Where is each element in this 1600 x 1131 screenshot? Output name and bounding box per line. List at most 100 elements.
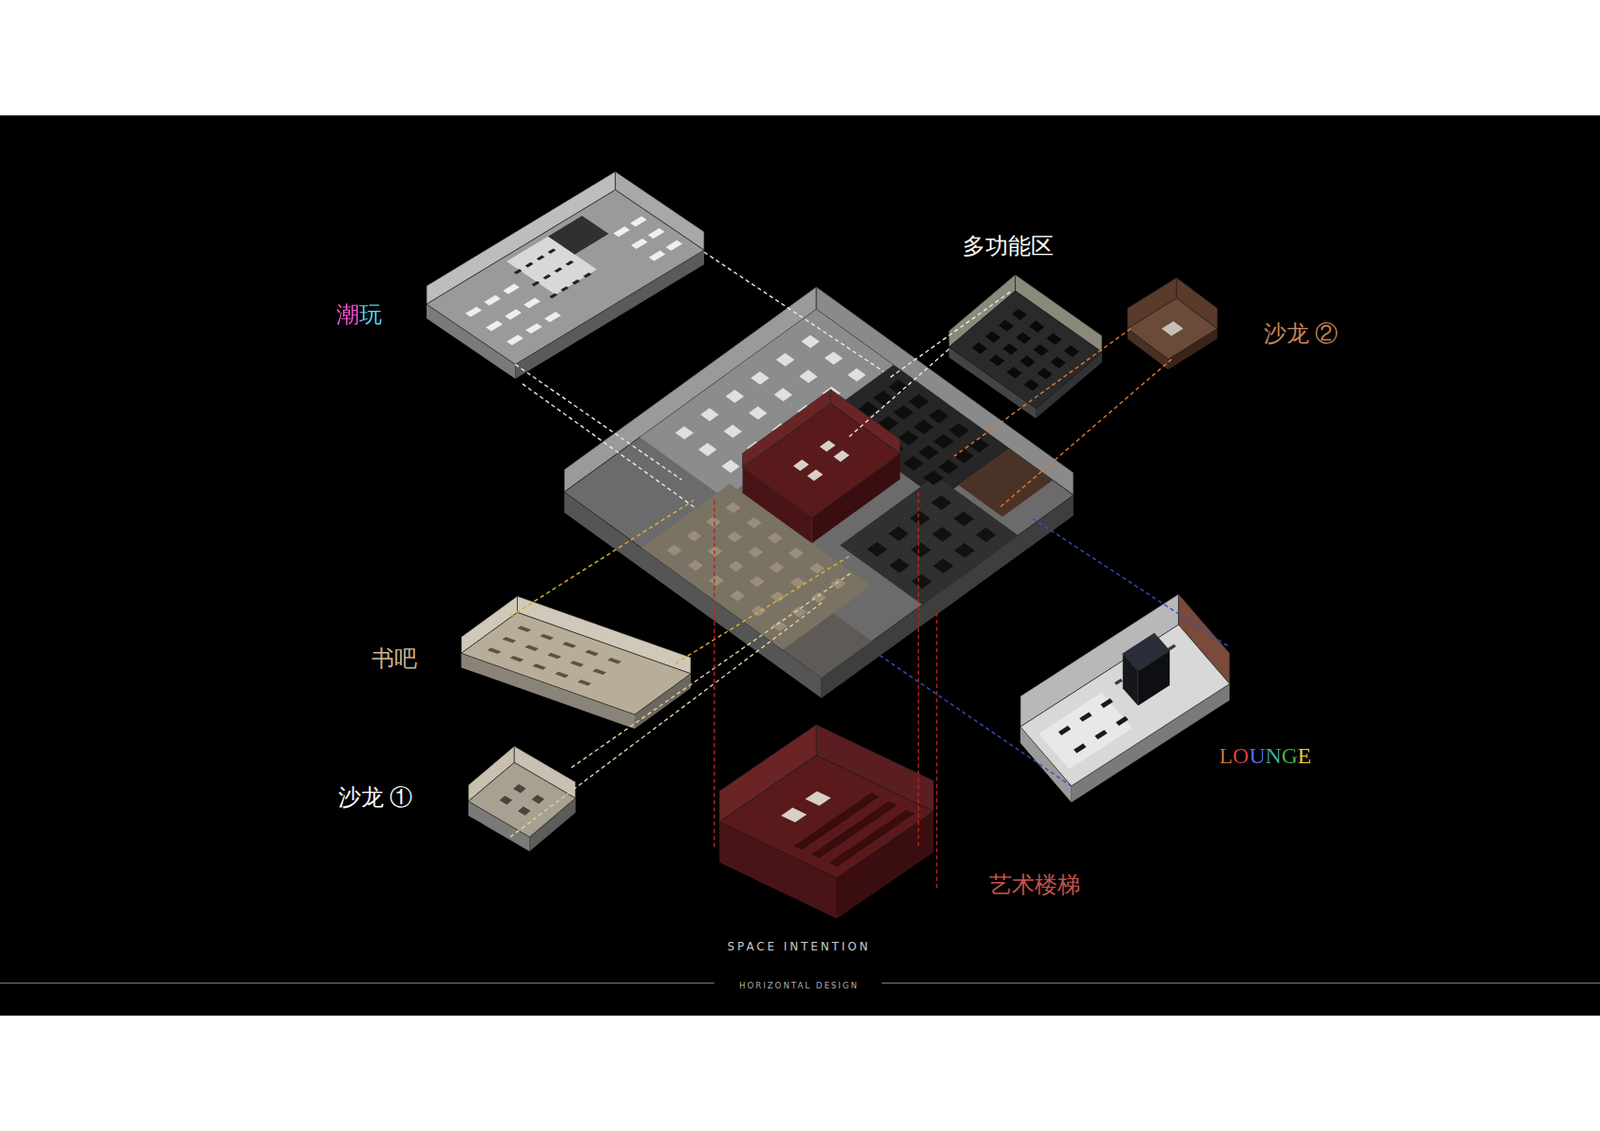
zone-label: 潮玩	[336, 301, 382, 328]
furniture	[1028, 321, 1045, 333]
furniture	[1050, 356, 1067, 368]
floor-plate	[1020, 624, 1230, 786]
furniture	[768, 561, 784, 573]
furniture	[554, 671, 569, 678]
floor-plate	[949, 290, 1103, 409]
furniture	[607, 657, 621, 664]
zone	[1038, 692, 1133, 769]
furniture	[824, 351, 843, 365]
furniture	[1094, 729, 1107, 740]
furniture	[542, 273, 552, 280]
furniture	[1006, 366, 1022, 379]
furniture	[889, 557, 910, 572]
furniture	[723, 424, 743, 439]
furniture	[549, 292, 558, 298]
floor-plate	[426, 190, 705, 365]
furniture	[698, 442, 717, 457]
zone	[782, 612, 873, 678]
furniture	[630, 238, 648, 249]
guide-line	[704, 251, 884, 372]
furniture	[873, 390, 894, 406]
guide-line	[571, 571, 853, 767]
furniture	[903, 456, 924, 471]
caption-text: SPACE INTENTION	[727, 939, 872, 953]
furniture	[724, 501, 741, 514]
furniture	[675, 426, 694, 440]
zone-label: 多功能区	[962, 232, 1054, 260]
furniture	[928, 408, 949, 423]
guide-line	[1032, 518, 1230, 648]
zone-label: 艺术楼梯	[989, 871, 1081, 898]
zone-label: 沙龙 ①	[338, 783, 413, 811]
furniture	[888, 526, 909, 541]
furniture	[504, 308, 522, 320]
furniture	[1073, 742, 1086, 753]
guide-line	[522, 383, 697, 509]
furniture	[1037, 367, 1053, 380]
furniture	[728, 560, 744, 572]
furniture	[799, 369, 818, 383]
guide-line	[1000, 359, 1172, 508]
furniture	[524, 644, 538, 650]
furniture	[749, 575, 765, 588]
furniture	[1032, 343, 1048, 356]
furniture	[685, 530, 702, 542]
furniture	[525, 262, 534, 268]
furniture	[525, 323, 543, 334]
furniture	[544, 311, 562, 323]
furniture	[969, 437, 990, 452]
floor-plate	[564, 308, 1074, 678]
furniture	[807, 469, 824, 481]
furniture	[1100, 698, 1113, 708]
furniture	[833, 450, 850, 462]
guide-line	[879, 655, 1072, 786]
furniture	[810, 591, 826, 604]
guide-line	[935, 611, 937, 890]
furniture	[1161, 321, 1184, 336]
furniture	[911, 573, 932, 589]
furniture	[1058, 725, 1071, 736]
furniture	[948, 422, 969, 438]
furniture	[648, 250, 667, 262]
footer-rule	[881, 982, 1600, 984]
furniture	[499, 795, 514, 804]
furniture	[1046, 332, 1062, 344]
furniture	[721, 459, 740, 474]
furniture	[971, 342, 988, 354]
black-band	[0, 114, 1600, 1015]
furniture	[1064, 344, 1080, 357]
furniture	[800, 334, 820, 348]
furniture	[746, 516, 762, 529]
furniture	[483, 295, 501, 306]
furniture	[687, 559, 704, 572]
furniture	[793, 459, 810, 472]
floor-plate	[1127, 298, 1219, 360]
furniture	[1024, 379, 1040, 391]
furniture	[553, 266, 563, 272]
dashed-guides	[510, 251, 1230, 890]
furniture	[487, 647, 501, 654]
furniture	[560, 285, 570, 292]
furniture	[985, 330, 1001, 343]
furniture	[774, 387, 793, 401]
furniture	[788, 547, 804, 559]
furniture	[592, 668, 607, 675]
furniture	[750, 371, 769, 385]
furniture	[770, 590, 786, 603]
furniture	[705, 515, 722, 528]
furniture	[893, 404, 914, 420]
zone-label: LOUNGE	[1219, 742, 1312, 769]
furniture	[776, 353, 795, 367]
guide-line	[510, 499, 694, 616]
furniture	[700, 407, 719, 421]
furniture	[548, 247, 557, 253]
furniture	[931, 495, 952, 510]
zone-label: 书吧	[371, 645, 418, 672]
furniture	[748, 406, 767, 420]
furniture	[612, 226, 630, 237]
zone	[548, 215, 610, 255]
furniture	[510, 655, 524, 662]
furniture	[1114, 678, 1124, 686]
furniture	[913, 419, 934, 435]
